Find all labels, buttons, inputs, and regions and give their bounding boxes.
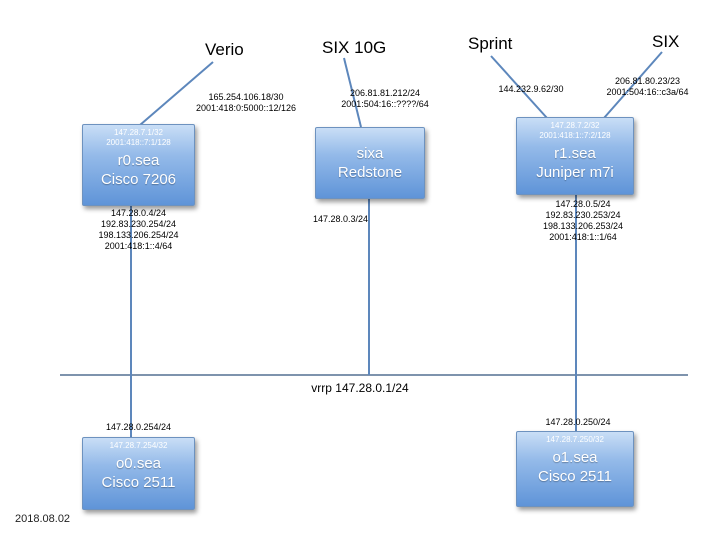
node-o1-sea: 147.28.7.250/32 o1.sea Cisco 2511 [516, 431, 634, 507]
sprint-uplink-ips: 144.232.9.62/30 [491, 84, 571, 95]
o1-lan-ip: 147.28.0.250/24 [519, 417, 637, 428]
uplink-label-sprint: Sprint [468, 34, 513, 53]
r1-hostname: r1.sea [554, 145, 596, 162]
r1-interface-ips: 147.28.0.5/24 192.83.230.253/24 198.133.… [527, 199, 639, 243]
uplink-label-six10g: SIX 10G [322, 38, 387, 57]
uplink-label-six: SIX [652, 32, 680, 51]
uplink-label-verio: Verio [205, 40, 244, 59]
o0-hostname: o0.sea [115, 455, 162, 472]
r0-if-net2-ipv4: 192.83.230.254/24 [100, 219, 177, 229]
o0-model: Cisco 2511 [101, 474, 176, 491]
uplink-line-six10g [343, 57, 362, 128]
sixa-model: Redstone [337, 164, 403, 181]
vrrp-bus-label: vrrp 147.28.0.1/24 [311, 381, 409, 395]
verio-uplink-ips: 165.254.106.18/30 2001:418:0:5000::12/12… [185, 92, 307, 114]
node-r1-sea: 147.28.7.2/32 2001:418:1::7:2/128 r1.sea… [516, 117, 634, 195]
sixa-hostname: sixa [356, 145, 384, 162]
o1-loopback-ipv4: 147.28.7.250/32 [546, 435, 604, 444]
node-sixa: sixa Redstone [315, 127, 425, 199]
r0-if-lan-ipv6: 2001:418:1::4/64 [104, 241, 173, 251]
six-ipv4: 206.81.80.23/23 [614, 76, 681, 86]
sixa-interface-ips: 147.28.0.3/24 [313, 214, 368, 225]
o1-model: Cisco 2511 [538, 468, 612, 485]
uplink-line-six [603, 51, 663, 119]
six10g-ipv6: 2001:504:16::????/64 [341, 99, 429, 109]
r0-interface-ips: 147.28.0.4/24 192.83.230.254/24 198.133.… [82, 208, 195, 252]
six-uplink-ips: 206.81.80.23/23 2001:504:16::c3a/64 [595, 76, 700, 98]
r1-loopback-ipv4: 147.28.7.2/32 [550, 121, 600, 130]
o0-loopback-ipv4: 147.28.7.254/32 [109, 441, 168, 450]
r0-loopback-ipv6: 2001:418::7:1/128 [106, 138, 171, 147]
six-ipv6: 2001:504:16::c3a/64 [606, 87, 689, 97]
node-o0-sea: 147.28.7.254/32 o0.sea Cisco 2511 [82, 437, 195, 510]
r0-if-net3-ipv4: 198.133.206.254/24 [98, 230, 179, 240]
uplink-line-sprint [490, 55, 548, 119]
date-stamp: 2018.08.02 [15, 513, 71, 525]
uplink-line-verio [139, 61, 214, 126]
verio-ipv6: 2001:418:0:5000::12/126 [195, 103, 297, 113]
o1-hostname: o1.sea [552, 449, 598, 466]
node-r0-sea: 147.28.7.1/32 2001:418::7:1/128 r0.sea C… [82, 124, 195, 206]
six10g-ipv4: 206.81.81.212/24 [349, 88, 421, 98]
r0-hostname: r0.sea [117, 152, 160, 169]
o0-if-lan-ipv4: 147.28.0.254/24 [105, 422, 172, 432]
r1-model: Juniper m7i [536, 164, 614, 181]
r0-loopback-ipv4: 147.28.7.1/32 [114, 128, 163, 137]
r1-if-net3-ipv4: 198.133.206.253/24 [542, 221, 624, 231]
r0-model: Cisco 7206 [100, 171, 177, 188]
r1-loopback-ipv6: 2001:418:1::7:2/128 [539, 131, 611, 140]
r1-if-lan-ipv4: 147.28.0.5/24 [555, 199, 611, 209]
o1-if-lan-ipv4: 147.28.0.250/24 [545, 417, 611, 427]
verio-ipv4: 165.254.106.18/30 [208, 92, 284, 102]
r1-if-net2-ipv4: 192.83.230.253/24 [545, 210, 621, 220]
sprint-ipv4: 144.232.9.62/30 [498, 84, 564, 94]
sixa-if-lan-ipv4: 147.28.0.3/24 [313, 214, 369, 224]
o0-lan-ip: 147.28.0.254/24 [82, 422, 195, 433]
six10g-uplink-ips: 206.81.81.212/24 2001:504:16::????/64 [335, 88, 435, 110]
r0-if-lan-ipv4: 147.28.0.4/24 [110, 208, 167, 218]
r1-if-lan-ipv6: 2001:418:1::1/64 [549, 232, 617, 242]
